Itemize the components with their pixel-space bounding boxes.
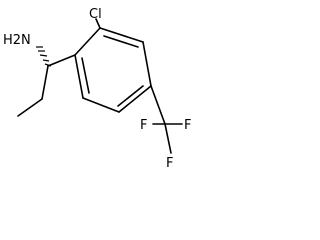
ring-bond-c5-c6 (74, 54, 84, 99)
bond-cf3-to-fluorine-bottom (164, 123, 172, 154)
ring-bond-c3-c4 (118, 85, 152, 113)
wedge-hash (44, 63, 52, 67)
bond-ring-to-chiral-carbon (47, 54, 76, 67)
wedge-hash (42, 59, 50, 62)
ring-double-bond-inner-3 (81, 57, 90, 94)
bond-ethyl-to-methyl (17, 98, 43, 117)
ring-bond-c6-c1 (74, 27, 101, 56)
ring-bond-c1-c2 (99, 27, 144, 43)
ring-double-bond-inner-1 (103, 35, 139, 48)
ring-bond-c2-c3 (142, 41, 152, 87)
bond-ring-to-cf3-carbon (150, 85, 166, 125)
bond-ring-to-chlorine (95, 18, 101, 29)
atom-label-chlorine: Cl (89, 7, 102, 22)
ring-bond-c4-c5 (82, 97, 120, 113)
atom-label-fluorine-left: F (140, 118, 147, 133)
atom-label-fluorine-bottom: F (166, 156, 173, 171)
atom-label-fluorine-right: F (184, 118, 191, 133)
bond-chiral-carbon-to-ethyl (41, 65, 49, 100)
ring-double-bond-inner-2 (117, 85, 144, 107)
chemical-structure: H2N Cl F F F (3, 7, 191, 171)
stereo-hashed-wedge (36, 46, 52, 67)
atom-label-amine: H2N (3, 33, 31, 48)
benzene-ring (74, 27, 152, 113)
wedge-hash (39, 54, 48, 57)
